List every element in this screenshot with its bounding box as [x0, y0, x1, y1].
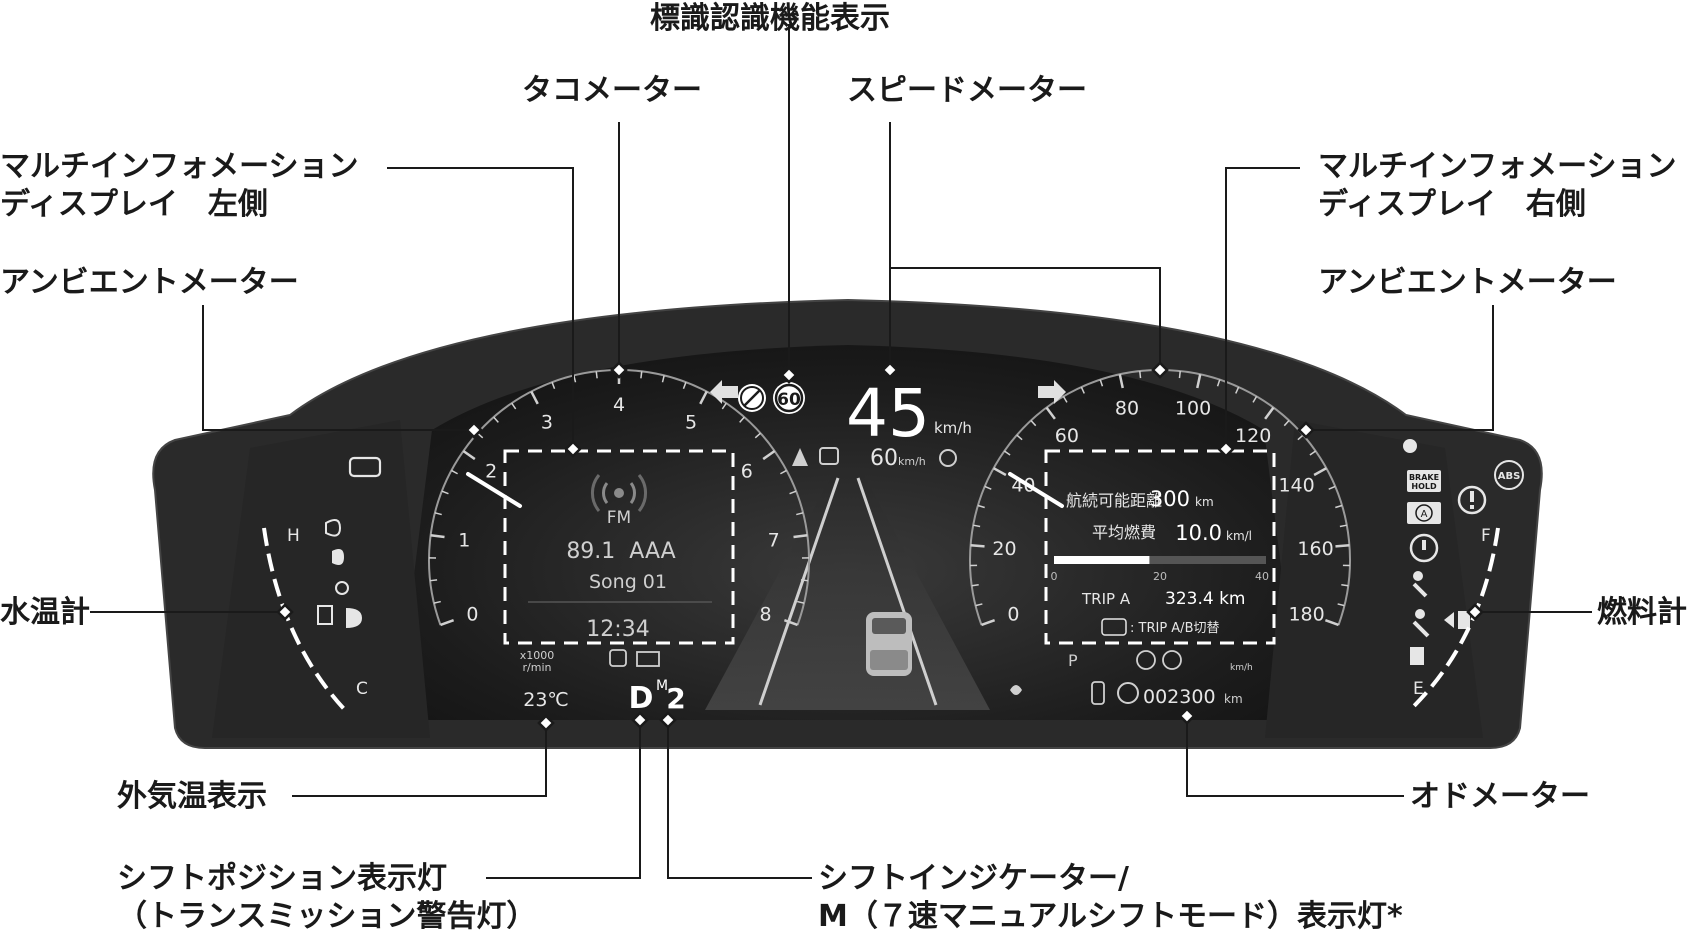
label-shift-indicator: シフトインジケーター/ M（７速マニュアルシフトモード）表示灯* — [818, 861, 1403, 934]
shift-d: D — [629, 681, 654, 716]
speedo-label: 20 — [992, 538, 1016, 560]
range-unit: km — [1195, 495, 1214, 509]
label-shift-indicator-line2: M（７速マニュアルシフトモード）表示灯* — [818, 899, 1403, 934]
full-label: F — [1481, 526, 1491, 546]
speedo-label: 0 — [1007, 603, 1019, 625]
speedo-label: 180 — [1288, 603, 1324, 625]
small-kmh: km/h — [1230, 663, 1253, 673]
speed-value: 45 — [846, 375, 930, 452]
parking-sensor-p: P — [1068, 651, 1078, 670]
label-mid-right: マルチインフォメーション ディスプレイ 右側 — [1318, 149, 1687, 222]
label-water-temp: 水温計 — [0, 595, 90, 630]
label-mid-right-line1: マルチインフォメーション — [1318, 149, 1677, 184]
label-fuel-gauge: 燃料計 — [1597, 595, 1687, 630]
label-ambient-left: アンビエントメーター — [0, 265, 299, 300]
trip-switch-text: : TRIP A/B切替 — [1130, 621, 1219, 636]
mid-clock: 12:34 — [586, 617, 649, 642]
low-fuel-icon — [1410, 647, 1424, 665]
label-shift-position-line2: （トランスミッション警告灯） — [117, 899, 536, 934]
trip-label: TRIP A — [1081, 590, 1131, 608]
label-mid-left-line2: ディスプレイ 左側 — [0, 187, 268, 222]
tacho-label: 0 — [466, 603, 478, 625]
bar-tick-20: 20 — [1153, 570, 1167, 583]
label-mid-right-line2: ディスプレイ 右側 — [1318, 187, 1586, 222]
label-odometer: オドメーター — [1410, 779, 1590, 814]
tacho-label: 2 — [485, 461, 497, 483]
range-label: 航続可能距離 — [1066, 491, 1162, 510]
speedo-label: 100 — [1175, 398, 1211, 420]
brake-hold-label: BRAKE — [1409, 473, 1439, 482]
speedo-label: 160 — [1297, 538, 1333, 560]
fuel-bar-fill — [1054, 556, 1149, 564]
speedo-tick — [1140, 371, 1141, 378]
range-value: 300 — [1150, 487, 1190, 511]
bar-tick-40: 40 — [1255, 570, 1269, 583]
tacho-label: 4 — [613, 394, 625, 416]
tacho-label: 1 — [458, 530, 470, 552]
auto-hold-label: A — [1421, 509, 1428, 520]
speedo-tick — [1179, 371, 1180, 378]
tacho-unit-line2: r/min — [523, 661, 552, 674]
label-shift-position-line1: シフトポジション表示灯 — [117, 861, 447, 896]
avg-fuel-label: 平均燃費 — [1092, 523, 1156, 542]
speedo-tick — [971, 545, 985, 546]
speed-unit: km/h — [934, 419, 972, 437]
label-sign-recognition: 標識認識機能表示 — [650, 1, 890, 36]
speedo-tick — [1335, 545, 1349, 546]
speedo-label: 60 — [1055, 425, 1079, 447]
tacho-label: 6 — [741, 461, 753, 483]
indicator-dot-icon — [1403, 439, 1417, 453]
label-mid-left-line1: マルチインフォメーション — [0, 149, 359, 184]
tacho-tick — [801, 580, 808, 581]
avg-fuel-unit: km/l — [1226, 529, 1252, 543]
trip-value: 323.4 km — [1165, 589, 1245, 609]
tacho-tick — [641, 371, 642, 378]
outside-temp-value: 23℃ — [523, 689, 569, 711]
tacho-tick — [596, 371, 597, 378]
tacho-label: 5 — [685, 412, 697, 434]
label-shift-position: シフトポジション表示灯 （トランスミッション警告灯） — [117, 861, 536, 934]
car-icon — [866, 612, 912, 676]
speedo-tick — [972, 585, 979, 586]
speedo-label: 80 — [1115, 398, 1139, 420]
no-overtake-sign-icon — [738, 384, 766, 412]
shift-gear: 2 — [666, 682, 685, 715]
hot-label: H — [287, 526, 300, 546]
brake-hold-label-2: HOLD — [1411, 482, 1437, 491]
avg-fuel-value: 10.0 — [1175, 521, 1222, 545]
speedo-label: 120 — [1235, 425, 1271, 447]
label-tachometer: タコメーター — [522, 73, 702, 108]
label-mid-left: マルチインフォメーション ディスプレイ 左側 — [0, 149, 369, 222]
odometer-unit: km — [1224, 692, 1243, 706]
label-outside-temp: 外気温表示 — [117, 779, 267, 814]
speed-limit-value: 60 — [777, 390, 801, 410]
audio-song: Song 01 — [589, 571, 667, 593]
audio-station: 89.1 AAA — [566, 539, 675, 564]
tacho-tick — [430, 580, 437, 581]
label-speedometer: スピードメーター — [847, 73, 1087, 108]
audio-band: FM — [607, 508, 631, 528]
tacho-label: 8 — [760, 603, 772, 625]
set-speed-value: 60 — [870, 446, 898, 471]
fog-light-icon — [332, 549, 344, 565]
set-speed-unit: km/h — [898, 455, 926, 468]
bar-tick-0: 0 — [1051, 570, 1058, 583]
label-ambient-right: アンビエントメーター — [1318, 265, 1617, 300]
speedo-label: 140 — [1278, 475, 1314, 497]
cold-label: C — [356, 679, 368, 699]
speedo-tick — [1341, 585, 1348, 586]
tacho-label: 3 — [541, 412, 553, 434]
label-shift-indicator-line1: シフトインジケーター/ — [818, 861, 1129, 896]
tacho-label: 7 — [768, 530, 780, 552]
abs-label: ABS — [1498, 471, 1521, 482]
odometer-value: 002300 — [1143, 686, 1216, 708]
